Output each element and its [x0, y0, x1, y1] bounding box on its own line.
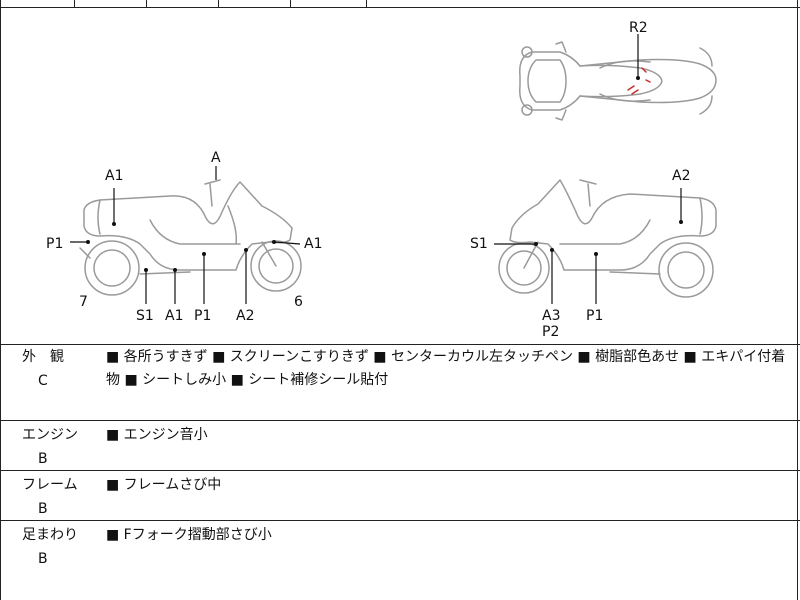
- label-7: 7: [79, 294, 88, 310]
- row-category: 外 観: [22, 349, 64, 365]
- row-grade: B: [38, 451, 48, 467]
- label-a2-bottom: A2: [236, 308, 254, 324]
- header-divider: [0, 7, 800, 8]
- label-a2-right: A2: [672, 168, 690, 184]
- right-side-scooter-drawing: [498, 179, 717, 298]
- label-p1-right: P1: [586, 308, 603, 324]
- row-description: ■ フレームさび中: [106, 477, 222, 493]
- row-suspension: 足まわり B ■ Fフォーク摺動部さび小: [0, 524, 800, 594]
- label-p1-left: P1: [46, 236, 63, 252]
- label-a1-bottom: A1: [165, 308, 183, 324]
- divider-row-3: [0, 520, 800, 521]
- row-grade: C: [38, 373, 48, 389]
- divider-diagram: [0, 344, 800, 345]
- top-view-scooter-drawing: [519, 41, 717, 121]
- row-description: ■ Fフォーク摺動部さび小: [106, 527, 272, 543]
- row-engine: エンジン B ■ エンジン音小: [0, 424, 800, 470]
- row-frame: フレーム B ■ フレームさび中: [0, 474, 800, 520]
- row-description: ■ エンジン音小: [106, 427, 208, 443]
- row-category: エンジン: [22, 427, 78, 443]
- top-view-damage-marks: [627, 67, 651, 95]
- header-table-cells: [0, 0, 800, 8]
- label-a1-right: A1: [304, 236, 322, 252]
- row-exterior: 外 観 C ■ 各所うすきず ■ スクリーンこすりきず ■ センターカウル左タッ…: [0, 346, 800, 420]
- divider-row-1: [0, 420, 800, 421]
- label-a: A: [211, 150, 221, 166]
- row-description: ■ 各所うすきず ■ スクリーンこすりきず ■ センターカウル左タッチペン ■ …: [106, 349, 786, 388]
- left-side-scooter-drawing: [79, 179, 302, 296]
- label-a1-top: A1: [105, 168, 123, 184]
- row-category: 足まわり: [22, 527, 78, 543]
- label-s1-left: S1: [136, 308, 154, 324]
- label-p1-bottom: P1: [194, 308, 211, 324]
- label-r2: R2: [629, 20, 648, 36]
- row-grade: B: [38, 501, 48, 517]
- row-grade: B: [38, 551, 48, 567]
- label-6: 6: [294, 294, 303, 310]
- row-category: フレーム: [22, 477, 78, 493]
- label-s1-right: S1: [470, 236, 488, 252]
- damage-diagram: R2 A A1 P1 A1 7 6 S1 A1 P1 A2 A2 S1 A3 P…: [46, 20, 717, 340]
- label-a3: A3: [542, 308, 560, 324]
- label-p2: P2: [542, 324, 559, 340]
- divider-row-2: [0, 470, 800, 471]
